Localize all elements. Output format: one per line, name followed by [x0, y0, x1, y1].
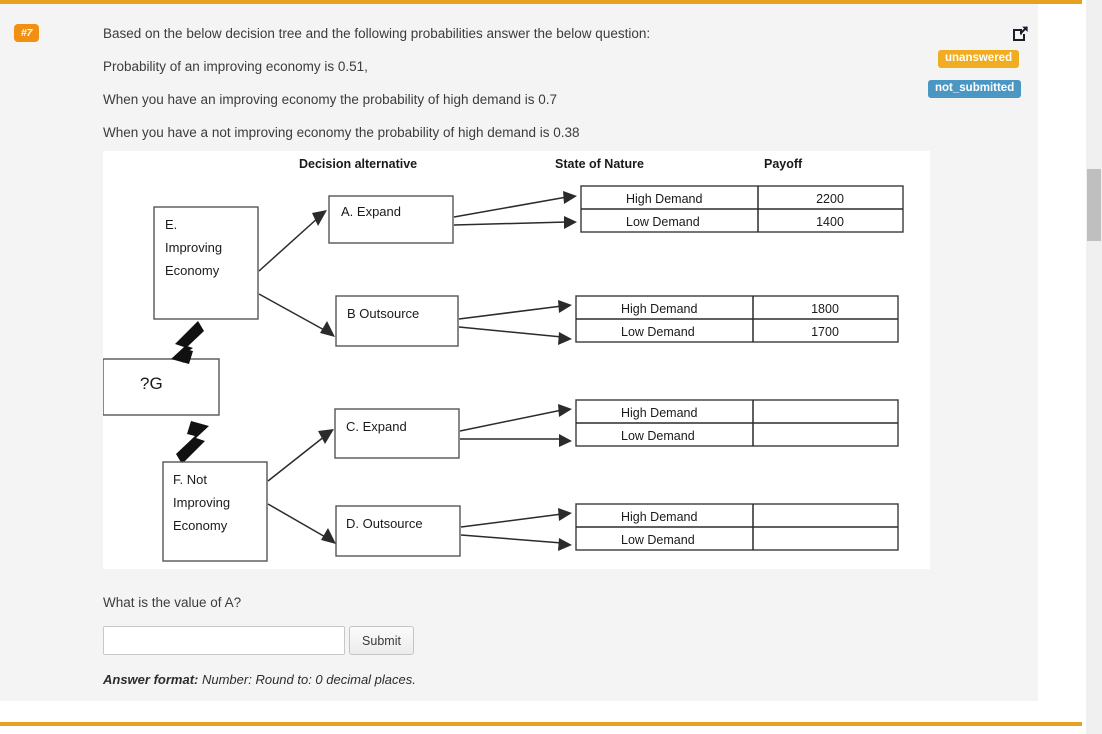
node-improving-economy	[153, 206, 259, 320]
prompt-line-3: When you have an improving economy the p…	[103, 92, 558, 107]
header-payoff: Payoff	[764, 157, 803, 171]
payoff-d-state-high: High Demand	[621, 510, 697, 524]
answer-format-value: Number: Round to: 0 decimal places.	[201, 672, 416, 687]
payoff-b-value-high: 1800	[811, 302, 839, 316]
payoff-a-value-low: 1400	[816, 215, 844, 229]
arrow-improving-to-g	[171, 321, 204, 364]
header-decision-alternative: Decision alternative	[299, 157, 417, 171]
page-scrollbar-thumb[interactable]	[1087, 169, 1101, 241]
branch-e-to-b	[258, 293, 335, 337]
decision-tree-diagram: Decision alternative State of Nature Pay…	[103, 151, 930, 569]
node-unknown-g	[103, 358, 220, 416]
alternative-label-b: B Outsource	[347, 306, 419, 321]
connector-c-to-table	[459, 404, 572, 447]
branch-f-to-d	[267, 503, 336, 544]
question-number-badge: #7	[14, 24, 39, 42]
branch-f-to-c	[267, 429, 334, 482]
payoff-c-state-low: Low Demand	[621, 429, 695, 443]
connector-b-to-table	[458, 300, 572, 345]
node-unknown-g-label: ?G	[140, 374, 163, 393]
answer-input[interactable]	[103, 626, 345, 655]
alternative-label-a: A. Expand	[341, 204, 401, 219]
payoff-table-c: High Demand Low Demand	[575, 399, 899, 447]
payoff-b-state-low: Low Demand	[621, 325, 695, 339]
prompt-line-2: Probability of an improving economy is 0…	[103, 59, 368, 74]
answer-format-label: Answer format:	[103, 672, 199, 687]
header-state-of-nature: State of Nature	[555, 157, 644, 171]
bottom-accent-rule	[0, 722, 1082, 726]
prompt-line-1: Based on the below decision tree and the…	[103, 26, 651, 41]
payoff-a-state-high: High Demand	[626, 192, 702, 206]
status-badge-unanswered: unanswered	[938, 50, 1020, 68]
page-gutter	[1082, 0, 1086, 734]
question-text: What is the value of A?	[103, 595, 242, 610]
alternative-label-c: C. Expand	[346, 419, 407, 434]
status-badge-not-submitted: not_submitted	[928, 80, 1022, 98]
payoff-a-state-low: Low Demand	[626, 215, 700, 229]
payoff-table-a: High Demand Low Demand 2200 1400	[580, 185, 904, 233]
alternative-box-a	[328, 195, 454, 244]
payoff-b-value-low: 1700	[811, 325, 839, 339]
node-not-improving-line1: F. Not	[173, 472, 207, 487]
external-link-icon[interactable]	[1010, 24, 1030, 44]
payoff-b-state-high: High Demand	[621, 302, 697, 316]
node-not-improving-line2: Improving	[173, 495, 230, 510]
connector-a-to-table	[453, 191, 577, 229]
alternative-box-c	[334, 408, 460, 459]
branch-e-to-a	[258, 210, 327, 272]
question-card: #7 Based on the below decision tree and …	[0, 4, 1038, 701]
arrow-not-improving-to-g	[176, 421, 209, 464]
page-scrollbar-track[interactable]	[1086, 0, 1102, 734]
answer-format-hint: Answer format: Number: Round to: 0 decim…	[103, 672, 416, 687]
node-improving-economy-line2: Improving	[165, 240, 222, 255]
prompt-line-4: When you have a not improving economy th…	[103, 125, 580, 140]
payoff-a-value-high: 2200	[816, 192, 844, 206]
payoff-table-d: High Demand Low Demand	[575, 503, 899, 551]
top-accent-rule	[0, 0, 1082, 4]
payoff-table-b: High Demand Low Demand 1800 1700	[575, 295, 899, 343]
alternative-label-d: D. Outsource	[346, 516, 423, 531]
connector-d-to-table	[460, 508, 572, 551]
payoff-d-state-low: Low Demand	[621, 533, 695, 547]
node-not-improving-line3: Economy	[173, 518, 228, 533]
submit-button[interactable]: Submit	[349, 626, 414, 655]
alternative-box-d	[335, 505, 461, 557]
node-improving-economy-line1: E.	[165, 217, 177, 232]
node-improving-economy-line3: Economy	[165, 263, 220, 278]
node-not-improving-economy	[162, 461, 268, 562]
payoff-c-state-high: High Demand	[621, 406, 697, 420]
alternative-box-b	[335, 295, 459, 347]
